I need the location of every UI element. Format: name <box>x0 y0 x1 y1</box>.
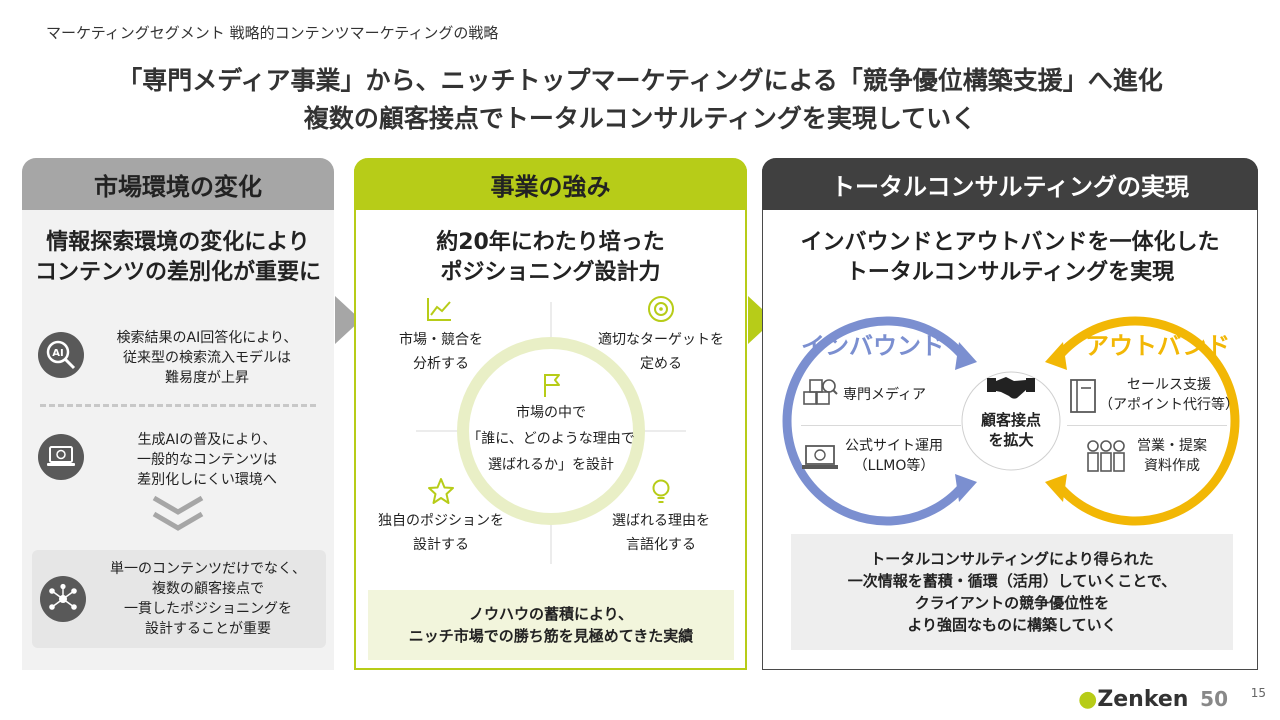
consulting-lead-line2: トータルコンサルティングを実現 <box>845 260 1175 285</box>
service-sales-materials-line: 資料作成 <box>1144 458 1200 474</box>
chart-line-icon <box>424 294 454 324</box>
strength-note: ノウハウの蓄積により、 ニッチ市場での勝ち筋を見極めてきた実績 <box>368 590 734 660</box>
consulting-lead: インバウンドとアウトバンドを一体化した トータルコンサルティングを実現 <box>763 228 1257 288</box>
service-sales-support-line: セールス支援 <box>1127 377 1211 393</box>
strength-verbalize: 選ばれる理由を 言語化する <box>581 509 741 557</box>
breadcrumb: マーケティングセグメント 戦略的コンテンツマーケティングの戦略 <box>46 24 499 42</box>
strength-center-line: 市場の中で <box>516 405 586 421</box>
outbound-label: アウトバンド <box>1085 332 1231 360</box>
strength-position: 独自のポジションを 設計する <box>361 509 521 557</box>
lightbulb-icon <box>646 476 676 506</box>
strength-lead-line1: 約20年にわたり培った <box>436 230 665 255</box>
strength-lead-line2: ポジショニング設計力 <box>440 260 661 285</box>
divider <box>1067 425 1227 426</box>
target-icon <box>646 294 676 324</box>
market-lead-line1: 情報探索環境の変化により <box>46 230 310 255</box>
consulting-note-line: クライアントの競争優位性を <box>914 594 1110 612</box>
touchpoint-center-line: 顧客接点 <box>980 411 1041 429</box>
strength-lead: 約20年にわたり培った ポジショニング設計力 <box>356 228 745 288</box>
market-item-1: 検索結果のAI回答化により、 従来型の検索流入モデルは 難易度が上昇 <box>92 328 322 388</box>
headline-line2: 複数の顧客接点でトータルコンサルティングを実現していく <box>303 104 977 133</box>
business-strength-panel: 事業の強み 約20年にわたり培った ポジショニング設計力 市場・競合を 分析する… <box>354 158 747 670</box>
market-item-3: 単一のコンテンツだけでなく、 複数の顧客接点で 一貫したポジショニングを 設計す… <box>94 559 322 639</box>
market-item-2-line: 一般的なコンテンツは <box>137 452 277 468</box>
market-change-lead: 情報探索環境の変化により コンテンツの差別化が重要に <box>22 228 334 288</box>
touchpoint-center: 顧客接点 を拡大 <box>961 410 1061 450</box>
service-official-site: 公式サイト運用 （LLMO等） <box>845 436 943 476</box>
strength-position-line: 独自のポジションを <box>378 513 504 529</box>
total-consulting-title: トータルコンサルティングの実現 <box>762 158 1258 210</box>
document-icon <box>1069 378 1099 414</box>
market-item-3-line: 単一のコンテンツだけでなく、 <box>110 561 306 577</box>
strength-position-line: 設計する <box>413 537 469 553</box>
service-sales-support-line: （アポイント代行等） <box>1099 397 1239 413</box>
consulting-note-line: より強固なものに構築していく <box>907 616 1117 634</box>
market-change-panel: 市場環境の変化 情報探索環境の変化により コンテンツの差別化が重要に AI 検索… <box>22 158 334 670</box>
divider <box>801 425 961 426</box>
company-logo-text: Zenken <box>1097 687 1189 712</box>
service-official-site-line: 公式サイト運用 <box>845 438 943 454</box>
handshake-icon <box>987 372 1035 402</box>
total-consulting-panel: トータルコンサルティングの実現 インバウンドとアウトバンドを一体化した トータル… <box>762 158 1258 670</box>
strength-target-line: 定める <box>640 356 682 372</box>
inbound-label: インバウンド <box>801 332 945 360</box>
consulting-note: トータルコンサルティングにより得られた 一次情報を蓄積・循環（活用）していくこと… <box>791 534 1233 650</box>
market-item-3-line: 複数の顧客接点で <box>152 581 264 597</box>
star-icon <box>426 476 456 506</box>
market-item-3-line: 一貫したポジショニングを <box>124 601 292 617</box>
cycle-diagram <box>782 316 1240 526</box>
strength-analyze-line: 市場・競合を <box>399 332 483 348</box>
consulting-note-line: トータルコンサルティングにより得られた <box>870 550 1154 568</box>
ai-search-icon: AI <box>38 332 84 378</box>
service-media: 専門メディア <box>843 387 927 403</box>
market-lead-line2: コンテンツの差別化が重要に <box>34 260 321 285</box>
market-item-1-line: 従来型の検索流入モデルは <box>123 350 291 366</box>
team-icon <box>1085 438 1127 474</box>
service-official-site-line: （LLMO等） <box>853 458 935 474</box>
strength-verbalize-line: 選ばれる理由を <box>612 513 710 529</box>
market-item-3-line: 設計することが重要 <box>145 621 271 637</box>
flag-icon <box>536 370 566 400</box>
market-item-2-line: 生成AIの普及により、 <box>137 432 277 448</box>
laptop-icon <box>801 443 839 473</box>
strength-center: 市場の中で 「誰に、どのような理由で 選ばれるか」を設計 <box>451 400 651 478</box>
strength-analyze-line: 分析する <box>413 356 469 372</box>
chevron-down-icon <box>152 495 204 531</box>
divider <box>40 404 316 407</box>
strength-center-line: 「誰に、どのような理由で <box>467 431 635 447</box>
strength-target: 適切なターゲットを 定める <box>581 328 741 376</box>
strength-analyze: 市場・競合を 分析する <box>366 328 516 376</box>
media-icon <box>801 374 839 412</box>
market-item-1-line: 難易度が上昇 <box>165 370 249 386</box>
market-item-2: 生成AIの普及により、 一般的なコンテンツは 差別化しにくい環境へ <box>92 430 322 490</box>
consulting-note-line: 一次情報を蓄積・循環（活用）していくことで、 <box>847 572 1177 590</box>
strength-note-line: ニッチ市場での勝ち筋を見極めてきた実績 <box>408 627 694 645</box>
touchpoint-center-line: を拡大 <box>988 431 1034 449</box>
headline-line1: 「専門メディア事業」から、ニッチトップマーケティングによる「競争優位構築支援」へ… <box>117 66 1163 95</box>
market-item-1-line: 検索結果のAI回答化により、 <box>116 330 298 346</box>
anniversary-logo: 50 <box>1200 687 1228 711</box>
network-icon <box>40 576 86 622</box>
market-change-title: 市場環境の変化 <box>22 158 334 210</box>
consulting-lead-line1: インバウンドとアウトバンドを一体化した <box>800 230 1220 255</box>
company-logo: ●Zenken 50 <box>1078 687 1228 712</box>
laptop-icon <box>38 434 84 480</box>
strength-target-line: 適切なターゲットを <box>598 332 724 348</box>
ai-icon-label: AI <box>52 348 63 359</box>
service-sales-support: セールス支援 （アポイント代行等） <box>1099 375 1239 415</box>
page-number: 15 <box>1250 686 1266 700</box>
strength-note-line: ノウハウの蓄積により、 <box>468 605 634 623</box>
strength-center-line: 選ばれるか」を設計 <box>488 457 614 473</box>
service-sales-materials-line: 営業・提案 <box>1137 438 1207 454</box>
headline: 「専門メディア事業」から、ニッチトップマーケティングによる「競争優位構築支援」へ… <box>0 62 1280 138</box>
strength-verbalize-line: 言語化する <box>626 537 696 553</box>
positioning-diagram <box>416 302 686 564</box>
business-strength-title: 事業の強み <box>354 158 747 210</box>
market-item-2-line: 差別化しにくい環境へ <box>137 472 277 488</box>
service-sales-materials: 営業・提案 資料作成 <box>1137 436 1207 476</box>
